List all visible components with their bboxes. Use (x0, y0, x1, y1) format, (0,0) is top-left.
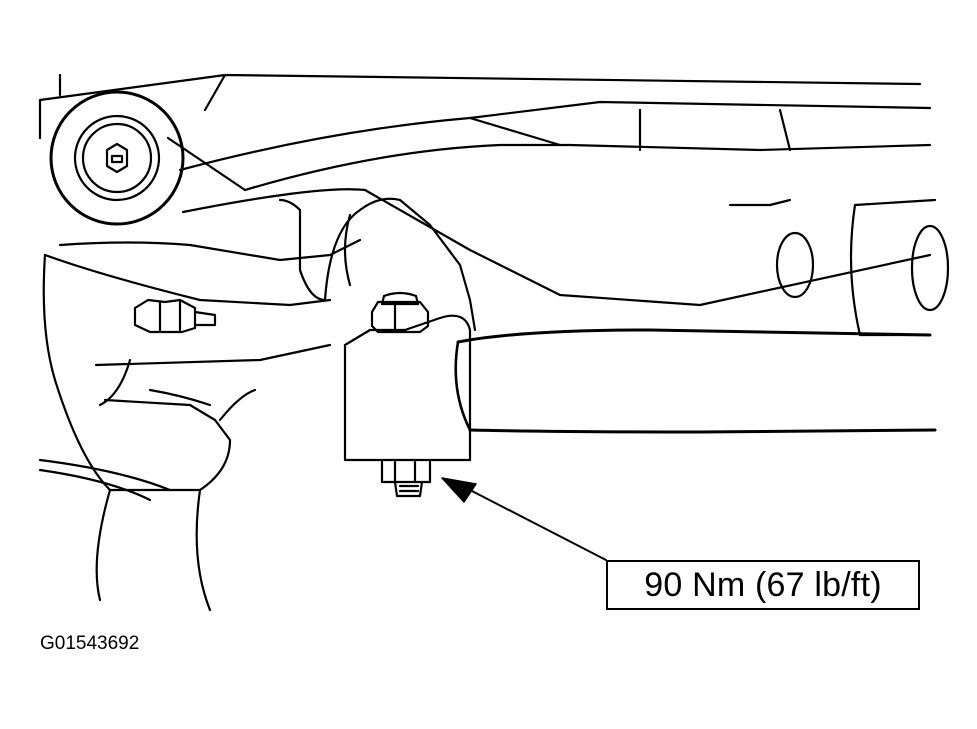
figure-id-label: G01543692 (40, 633, 140, 654)
torque-leader-arrow (441, 477, 607, 561)
arm-fastener (133, 298, 217, 334)
clamp-body (278, 197, 477, 462)
bolt-head (370, 291, 430, 334)
clamp-nut (380, 460, 432, 498)
bar-end-collar (728, 198, 950, 337)
stabilizer-bar (454, 328, 937, 434)
torque-callout-box: 90 Nm (67 lb/ft) (606, 560, 920, 610)
torque-spec-label: 90 Nm (67 lb/ft) (644, 565, 882, 604)
frame-rail (38, 73, 932, 192)
bushing-eye (49, 90, 185, 226)
control-arm (38, 188, 932, 612)
